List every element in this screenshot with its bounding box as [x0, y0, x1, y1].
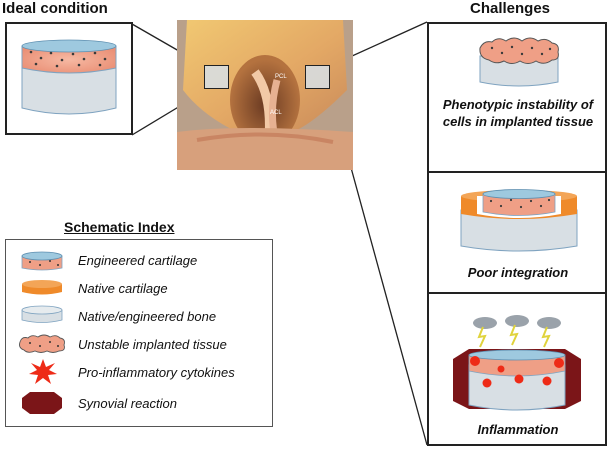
schematic-index-panel: Engineered cartilage Native cartilage Na…	[5, 239, 273, 427]
challenges-panel: Phenotypic instability of cells in impla…	[427, 22, 607, 446]
ideal-condition-panel	[5, 22, 133, 135]
challenge-caption-integration: Poor integration	[467, 265, 569, 280]
unstable-tissue-icon	[19, 334, 65, 353]
legend-label-cytokines: Pro-inflammatory cytokines	[78, 365, 235, 380]
legend-label-bone: Native/engineered bone	[78, 309, 217, 324]
lightning-clouds-icon	[473, 315, 561, 348]
poor-integration-construct	[460, 189, 578, 252]
challenge-caption-inflammation: Inflammation	[477, 422, 559, 437]
challenge-site-marker	[305, 65, 330, 89]
acl-label: ACL	[270, 110, 282, 116]
legend-label-synovial: Synovial reaction	[78, 396, 177, 411]
legend-label-native-cartilage: Native cartilage	[78, 281, 168, 296]
ideal-condition-title: Ideal condition	[2, 0, 108, 17]
schematic-index-title: Schematic Index	[64, 219, 175, 235]
unstable-tissue-construct	[479, 37, 559, 87]
challenges-title: Challenges	[470, 0, 551, 17]
bone-icon	[21, 305, 63, 323]
inflammation-construct	[453, 315, 581, 411]
engineered-cartilage-icon	[21, 251, 63, 271]
knee-joint-photo: PCL ACL	[177, 20, 353, 170]
challenge-divider-1	[429, 171, 605, 173]
challenge-divider-2	[429, 292, 605, 294]
cytokine-icon	[29, 359, 57, 384]
synovial-reaction-icon	[22, 392, 62, 414]
challenge-caption-phenotypic: Phenotypic instability of cells in impla…	[442, 97, 594, 129]
engineered-cartilage-construct	[21, 39, 117, 115]
native-cartilage-icon	[22, 280, 62, 295]
ideal-site-marker	[204, 65, 229, 89]
legend-label-unstable-tissue: Unstable implanted tissue	[78, 337, 227, 352]
legend-label-engineered-cartilage: Engineered cartilage	[78, 253, 198, 268]
pcl-label: PCL	[275, 74, 287, 80]
